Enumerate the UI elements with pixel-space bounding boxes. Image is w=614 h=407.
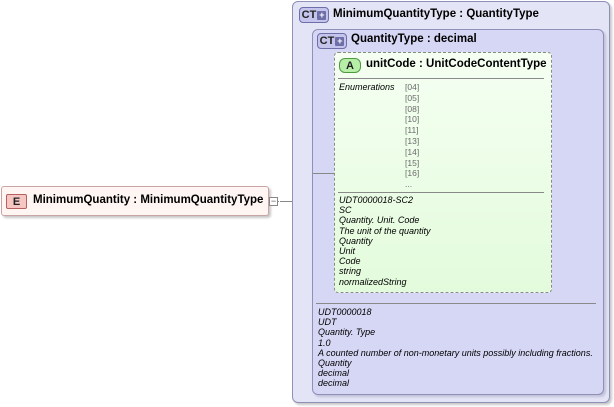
annotation-line: Quantity — [339, 235, 373, 246]
annotation-line: decimal — [318, 368, 350, 379]
annotation-line: Code — [339, 256, 361, 267]
expand-plus-icon[interactable]: + — [335, 35, 345, 46]
annotation-line: UDT — [318, 317, 337, 328]
attribute-unitcode[interactable] — [334, 52, 552, 293]
badge-text: CT — [301, 9, 317, 21]
annotation-line: SC — [339, 205, 352, 216]
annotation-line: Quantity — [318, 358, 352, 369]
annotation-line: Unit — [339, 246, 356, 257]
annotation-line: Quantity. Type — [318, 327, 376, 338]
enumeration-value: [15] — [405, 157, 420, 168]
enumeration-value: [14] — [405, 146, 420, 157]
element-badge: E — [6, 194, 27, 209]
annotation-line: UDT0000018 — [318, 307, 372, 317]
outer-type-title: MinimumQuantityType : QuantityType — [333, 8, 539, 20]
annotation-line: string — [339, 266, 362, 277]
enumeration-value: [08] — [405, 103, 420, 114]
attribute-title: unitCode : UnitCodeContentType — [366, 58, 547, 70]
divider — [338, 78, 544, 79]
complex-type-badge: CT+ — [317, 33, 347, 49]
element-title: MinimumQuantity : MinimumQuantityType — [33, 194, 264, 206]
element-minimumquantity[interactable] — [1, 186, 269, 216]
annotation-line: normalizedString — [339, 276, 407, 287]
divider — [338, 192, 544, 193]
expand-plus-icon[interactable]: + — [317, 9, 327, 20]
annotation-line: decimal — [318, 378, 350, 389]
annotation-line: 1.0 — [318, 337, 331, 348]
enumeration-value: ... — [405, 179, 413, 190]
connector-line — [292, 14, 293, 202]
enumerations-label: Enumerations — [339, 82, 395, 92]
connector-line — [280, 201, 292, 202]
annotation-line: The unit of the quantity — [339, 225, 431, 236]
connector-line — [313, 173, 334, 174]
annotation-line: A counted number of non-monetary units p… — [318, 347, 593, 358]
enumeration-value: [16] — [405, 168, 420, 179]
collapse-toggle[interactable]: − — [269, 196, 278, 206]
badge-text: CT — [319, 35, 335, 47]
attribute-badge: A — [339, 58, 361, 73]
divider — [316, 303, 596, 304]
annotation-line: UDT0000018-SC2 — [339, 195, 414, 205]
annotation-line: Quantity. Unit. Code — [339, 215, 420, 226]
enumeration-value: [04] — [405, 82, 420, 92]
enumeration-value: [05] — [405, 92, 420, 103]
complex-type-badge: CT+ — [299, 7, 329, 23]
enumeration-value: [10] — [405, 114, 420, 125]
enumerations-list: [04][05][08][10][11][13][14][15][16]... — [405, 82, 419, 190]
enumeration-value: [13] — [405, 135, 420, 146]
enumeration-value: [11] — [405, 125, 419, 136]
inner-type-title: QuantityType : decimal — [351, 33, 477, 45]
